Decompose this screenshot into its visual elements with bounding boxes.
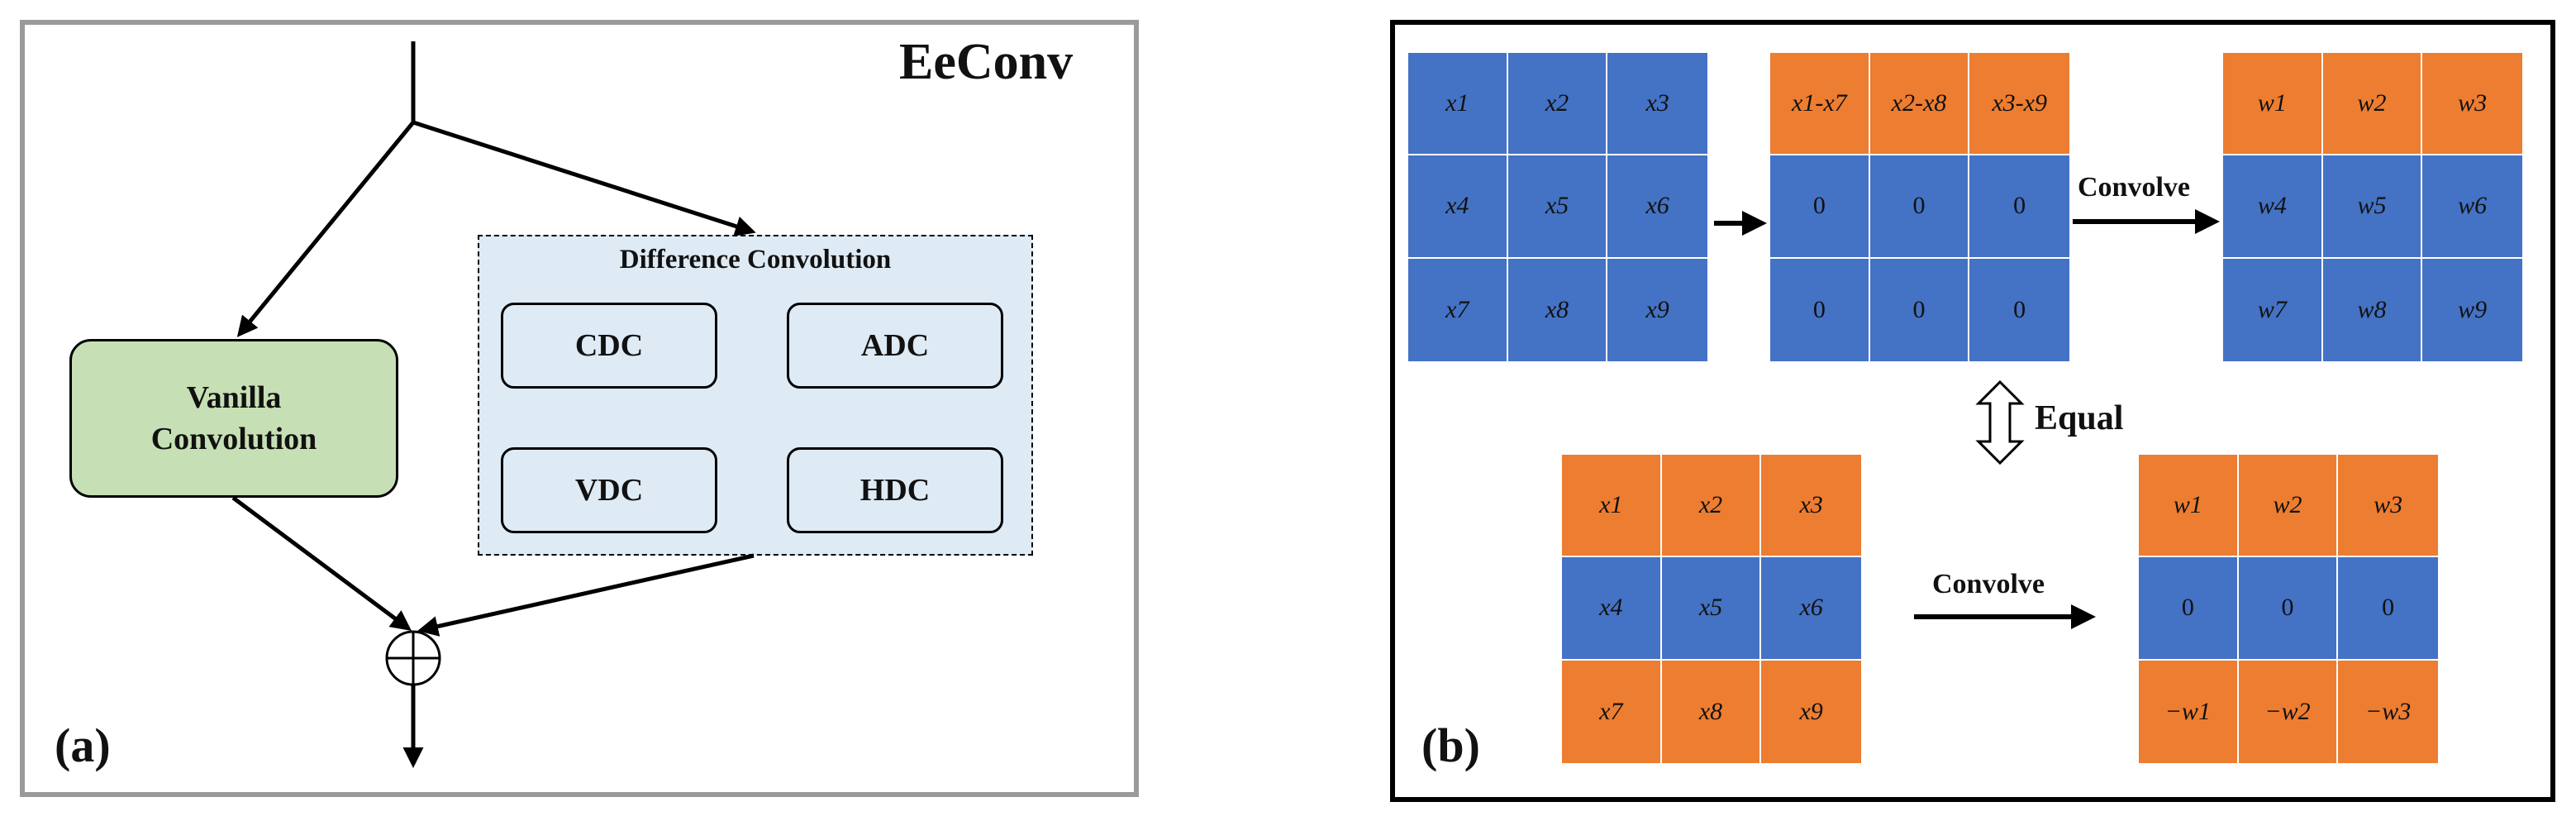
grid-cell: 0 bbox=[1869, 155, 1970, 259]
grid-cell: −w3 bbox=[2338, 660, 2438, 763]
eeconv-title: EeConv bbox=[899, 34, 1074, 90]
grid-cell: 0 bbox=[2139, 557, 2239, 661]
grid-cell: x7 bbox=[1562, 660, 1662, 763]
panel-a-arrows bbox=[231, 41, 756, 768]
grid-cell: x3 bbox=[1607, 53, 1707, 156]
grid-cell: 0 bbox=[2238, 557, 2339, 661]
grid-cell: x6 bbox=[1761, 557, 1861, 661]
grid-cell: 0 bbox=[1969, 155, 2069, 259]
grid-cell: x7 bbox=[1408, 258, 1508, 361]
grid-cell: x3 bbox=[1761, 455, 1861, 558]
cdc-box: CDC bbox=[501, 303, 717, 389]
panel-a-label: (a) bbox=[55, 718, 111, 772]
grid-cell: w2 bbox=[2238, 455, 2339, 558]
grid-cell: x6 bbox=[1607, 155, 1707, 259]
vanilla-label-line1: Vanilla bbox=[186, 380, 282, 415]
grid-cell: w4 bbox=[2223, 155, 2323, 259]
vdc-box: VDC bbox=[501, 447, 717, 533]
grid-cell: x4 bbox=[1408, 155, 1508, 259]
arrow-vanilla-to-sum bbox=[231, 495, 412, 631]
grid-cell: w1 bbox=[2139, 455, 2239, 558]
convolve-label-bottom: Convolve bbox=[1932, 569, 2045, 599]
grid-cell: x1 bbox=[1408, 53, 1508, 156]
grid-cell: w7 bbox=[2223, 258, 2323, 361]
grid-cell: 0 bbox=[1770, 258, 1870, 361]
convolve-label-top: Convolve bbox=[2078, 172, 2190, 203]
equal-double-arrow-icon bbox=[1975, 379, 2025, 465]
vanilla-convolution-box: Vanilla Convolution bbox=[69, 339, 398, 498]
grid-cell: x8 bbox=[1507, 258, 1608, 361]
grid-cell: x4 bbox=[1562, 557, 1662, 661]
grid-cell: w6 bbox=[2422, 155, 2522, 259]
vanilla-label-line2: Convolution bbox=[150, 422, 317, 456]
grid-cell: x2 bbox=[1507, 53, 1608, 156]
grid-cell: w9 bbox=[2422, 258, 2522, 361]
grid-cell: x2-x8 bbox=[1869, 53, 1970, 156]
grid-cell: x9 bbox=[1607, 258, 1707, 361]
arrow-to-difference bbox=[412, 120, 756, 236]
arrow-to-vanilla bbox=[236, 121, 415, 337]
grid-cell: 0 bbox=[1770, 155, 1870, 259]
grid-cell: x9 bbox=[1761, 660, 1861, 763]
grid-cell: w3 bbox=[2422, 53, 2522, 156]
grid-cell: w5 bbox=[2322, 155, 2423, 259]
arrow-difference-to-sum bbox=[417, 553, 755, 637]
grid-cell: −w2 bbox=[2238, 660, 2339, 763]
equal-label: Equal bbox=[2035, 399, 2124, 437]
sum-icon bbox=[385, 630, 441, 686]
grid-cell: w3 bbox=[2338, 455, 2438, 558]
grid-cell: x5 bbox=[1507, 155, 1608, 259]
grid-cell: x5 bbox=[1661, 557, 1762, 661]
hdc-box: HDC bbox=[787, 447, 1003, 533]
grid-cell: 0 bbox=[1869, 258, 1970, 361]
difference-convolution-title: Difference Convolution bbox=[619, 245, 892, 274]
grid-cell: x3-x9 bbox=[1969, 53, 2069, 156]
grid-cell: w2 bbox=[2322, 53, 2423, 156]
grid-cell: x8 bbox=[1661, 660, 1762, 763]
grid-cell: x1 bbox=[1562, 455, 1662, 558]
grid-cell: w1 bbox=[2223, 53, 2323, 156]
panel-b-label: (b) bbox=[1421, 718, 1480, 772]
grid-cell: x1-x7 bbox=[1770, 53, 1870, 156]
grid-cell: x2 bbox=[1661, 455, 1762, 558]
panel-b-arrows bbox=[1714, 209, 2220, 629]
adc-box: ADC bbox=[787, 303, 1003, 389]
grid-cell: 0 bbox=[1969, 258, 2069, 361]
grid-cell: 0 bbox=[2338, 557, 2438, 661]
grid-cell: w8 bbox=[2322, 258, 2423, 361]
grid-cell: −w1 bbox=[2139, 660, 2239, 763]
